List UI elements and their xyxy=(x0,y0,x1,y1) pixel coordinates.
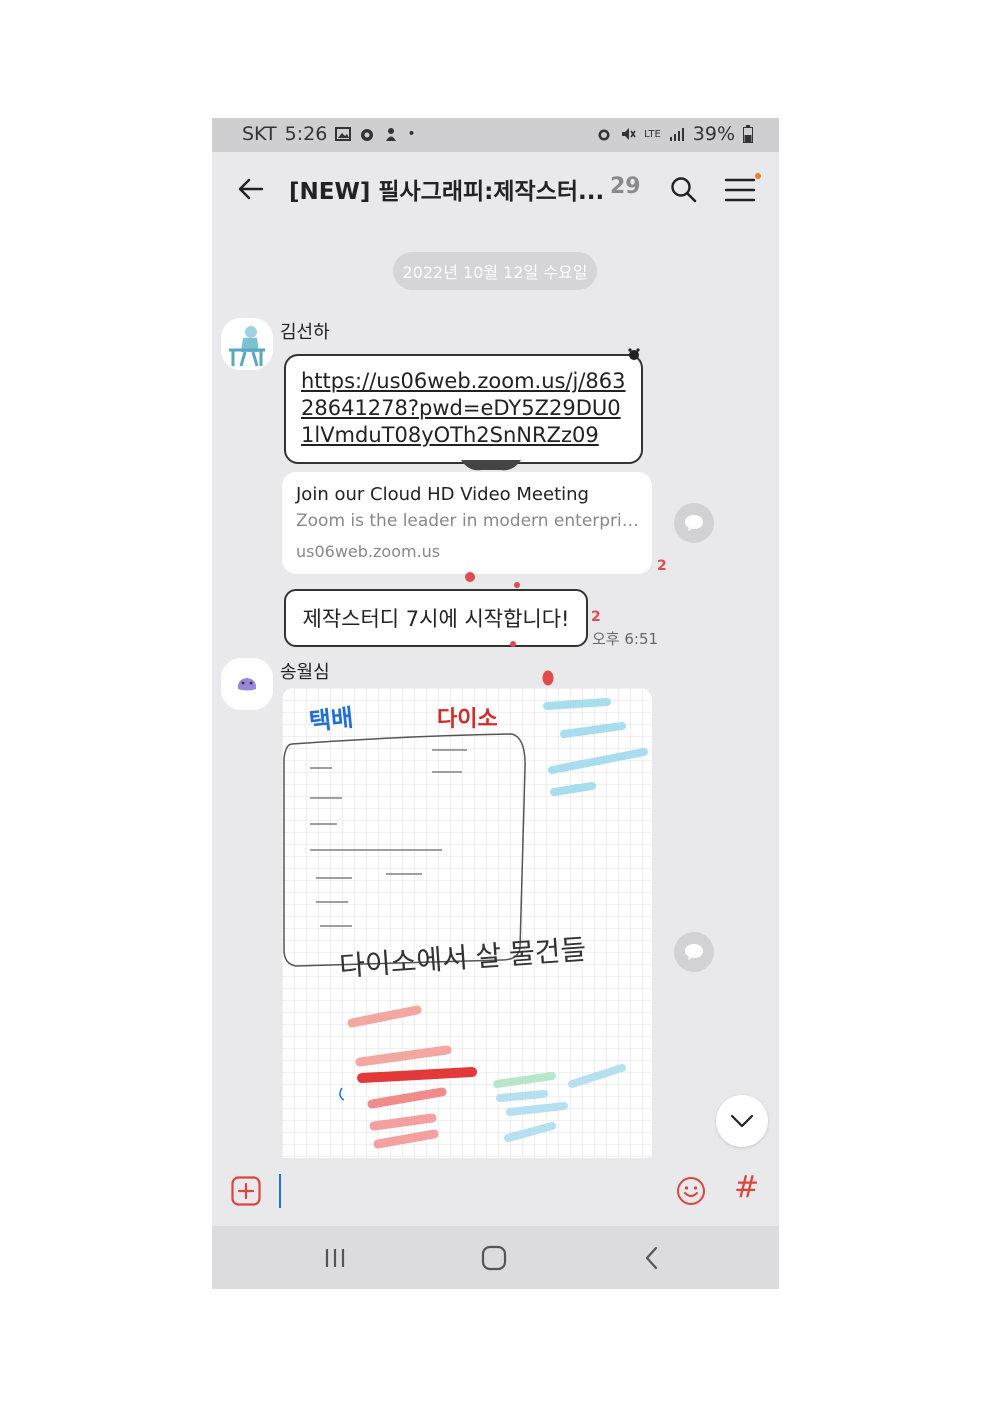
avatar[interactable] xyxy=(221,318,273,370)
new-indicator-dot xyxy=(755,173,761,179)
status-left: SKT 5:26 • xyxy=(242,123,416,145)
app-icon xyxy=(386,128,397,141)
highlight-strokes-blue xyxy=(543,698,648,796)
scribble-list xyxy=(310,749,467,927)
hash-icon[interactable]: # xyxy=(734,1170,760,1205)
status-bar: SKT 5:26 • LTE 39% xyxy=(212,118,779,152)
gallery-icon xyxy=(335,127,352,141)
battery-level: 39% xyxy=(692,123,735,145)
phone-screen: SKT 5:26 • LTE 39% [NEW] 필사그래피:제작스터... 2… xyxy=(212,118,779,1289)
message-input[interactable] xyxy=(279,1174,281,1208)
highlight-strokes-green xyxy=(493,1064,626,1142)
alarm-icon xyxy=(598,129,610,141)
share-button[interactable] xyxy=(674,932,714,972)
share-button[interactable] xyxy=(674,503,714,543)
nav-back-icon[interactable] xyxy=(637,1244,667,1272)
chat-header: [NEW] 필사그래피:제작스터... 29 xyxy=(212,152,779,232)
sender-name: 김선하 xyxy=(280,322,330,343)
signal-icon xyxy=(669,128,684,141)
emoji-icon[interactable] xyxy=(676,1176,706,1206)
bubble-tail-decoration xyxy=(461,460,521,471)
share-icon xyxy=(685,515,703,531)
avatar[interactable] xyxy=(221,658,273,710)
avatar-image xyxy=(221,658,273,710)
bubble-decoration-icon xyxy=(628,348,640,360)
unread-count: 2 xyxy=(591,609,601,625)
back-arrow-icon[interactable] xyxy=(236,174,266,204)
preview-title: Join our Cloud HD Video Meeting xyxy=(296,484,589,505)
unread-count: 2 xyxy=(657,558,667,574)
image-message[interactable]: 택배 다이소 다이소에서 살 물건들 xyxy=(282,688,652,1158)
message-time: 오후 6:51 xyxy=(592,630,659,648)
date-divider: 2022년 10월 12일 수요일 xyxy=(393,252,597,290)
chat-title: [NEW] 필사그래피:제작스터... xyxy=(289,179,605,205)
scroll-to-bottom-button[interactable] xyxy=(716,1095,768,1147)
note-heading-right: 다이소 xyxy=(437,706,498,731)
avatar-image xyxy=(221,318,273,370)
sender-name: 송월심 xyxy=(280,662,330,683)
menu-icon[interactable] xyxy=(724,176,756,204)
preview-description: Zoom is the leader in modern enterprise … xyxy=(296,511,641,531)
member-count: 29 xyxy=(610,174,641,199)
decoration-drop xyxy=(542,670,554,686)
message-input-bar: # xyxy=(212,1158,779,1226)
search-icon[interactable] xyxy=(670,176,698,204)
recent-apps-icon[interactable] xyxy=(320,1244,350,1272)
home-icon[interactable] xyxy=(479,1244,509,1272)
battery-icon xyxy=(743,125,753,143)
decoration-dots xyxy=(465,572,520,588)
notification-icon xyxy=(361,129,374,141)
system-nav-bar xyxy=(212,1226,779,1289)
text-message-bubble: 제작스터디 7시에 시작합니다! xyxy=(284,589,588,647)
message-link[interactable]: https://us06web.zoom.us/j/86328641278?pw… xyxy=(301,369,626,447)
decoration-dot xyxy=(510,641,516,647)
handwritten-note-image: 택배 다이소 다이소에서 살 물건들 xyxy=(282,688,652,1158)
message-text: 제작스터디 7시에 시작합니다! xyxy=(302,607,570,631)
status-right: LTE 39% xyxy=(596,123,753,145)
clock: 5:26 xyxy=(284,123,328,145)
network-type: LTE xyxy=(644,128,661,140)
note-heading-left: 택배 xyxy=(308,704,355,735)
preview-domain: us06web.zoom.us xyxy=(296,542,441,561)
chevron-down-icon xyxy=(730,1114,754,1128)
plus-icon[interactable] xyxy=(231,1176,261,1206)
link-preview-card[interactable]: Join our Cloud HD Video Meeting Zoom is … xyxy=(282,472,652,574)
carrier: SKT xyxy=(242,123,277,145)
highlight-strokes-red xyxy=(347,1005,477,1149)
share-icon xyxy=(685,944,703,960)
mute-icon xyxy=(622,128,636,140)
link-message-bubble: https://us06web.zoom.us/j/86328641278?pw… xyxy=(284,354,643,464)
more-dot-icon: • xyxy=(407,126,416,142)
